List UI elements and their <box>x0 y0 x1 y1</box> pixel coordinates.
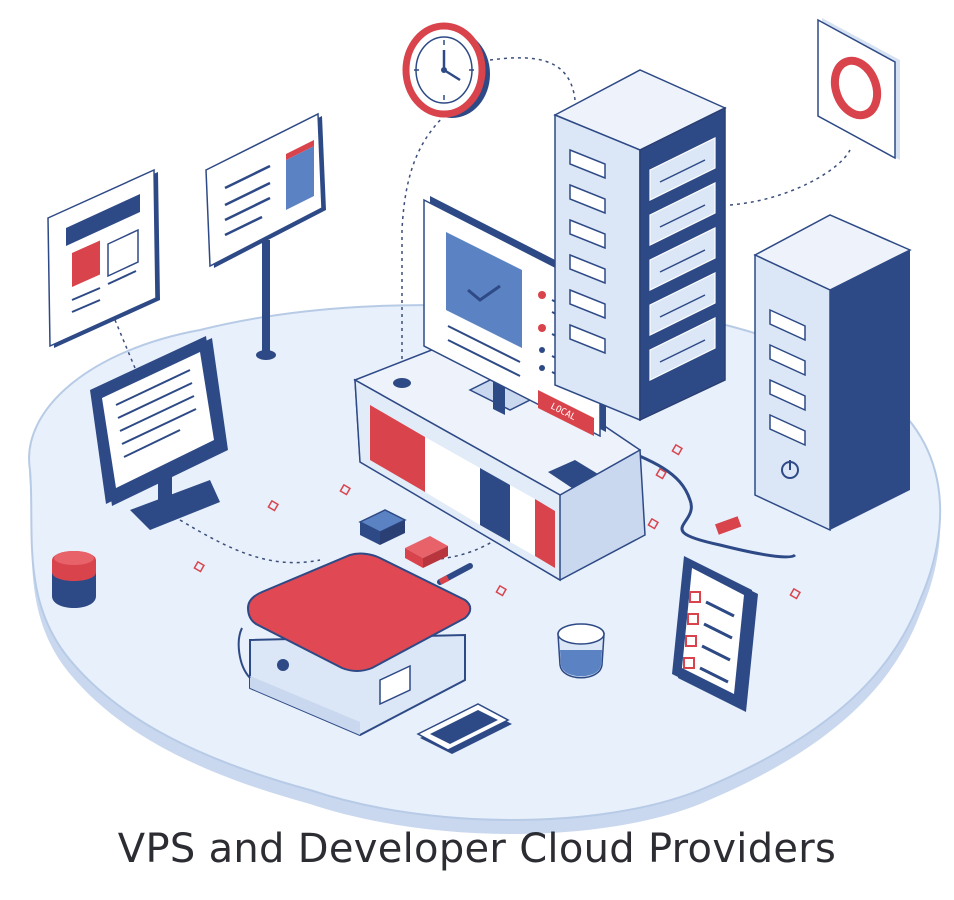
server-rack-tall <box>553 69 727 422</box>
ring-icon <box>817 18 900 160</box>
clock-icon <box>402 22 490 118</box>
sparkle-markers <box>193 443 801 600</box>
left-monitor <box>90 336 228 530</box>
cup-right <box>557 623 605 679</box>
tablet <box>672 556 758 712</box>
pen <box>437 563 473 585</box>
cup-left <box>52 551 96 608</box>
checklist-icon <box>683 591 735 684</box>
billboard <box>205 112 326 360</box>
power-icon <box>781 460 799 479</box>
small-boxes <box>358 509 448 568</box>
caption-title: VPS and Developer Cloud Providers <box>117 826 837 872</box>
cable-tag <box>715 516 742 535</box>
server-tower <box>753 214 912 532</box>
desk-block <box>353 334 646 582</box>
book <box>237 552 472 737</box>
wireframe-panel <box>47 168 160 348</box>
cable <box>599 438 797 559</box>
checkmark-icon <box>467 284 501 302</box>
phone <box>416 703 512 754</box>
